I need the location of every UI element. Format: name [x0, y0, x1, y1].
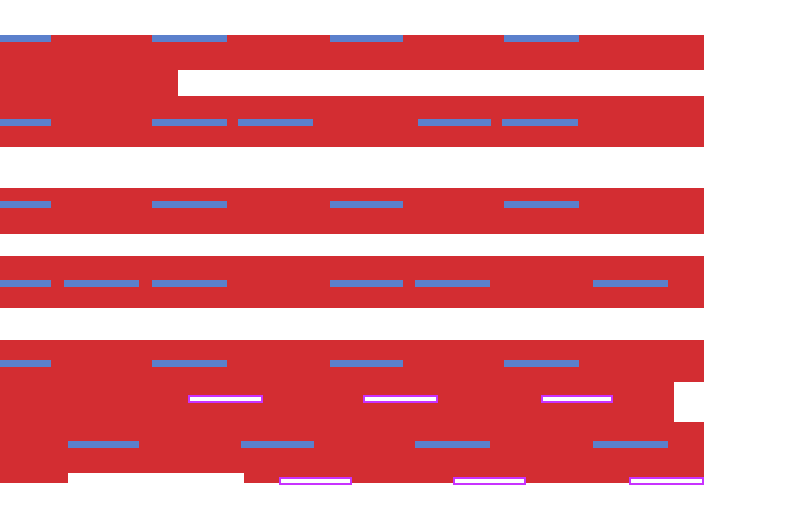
highlight-marker-primary[interactable] — [0, 360, 51, 367]
highlight-marker-primary[interactable] — [0, 280, 51, 287]
highlight-marker-primary[interactable] — [415, 441, 490, 448]
highlight-marker-secondary[interactable] — [188, 395, 263, 403]
redaction-gap — [68, 473, 244, 509]
highlight-marker-primary[interactable] — [504, 360, 579, 367]
redaction-band — [0, 422, 704, 483]
highlight-marker-secondary[interactable] — [541, 395, 613, 403]
highlight-marker-primary[interactable] — [241, 441, 314, 448]
redaction-gap — [99, 234, 704, 256]
redaction-band — [0, 188, 704, 234]
highlight-marker-primary[interactable] — [502, 119, 578, 126]
highlight-marker-secondary[interactable] — [363, 395, 438, 403]
highlight-marker-primary[interactable] — [0, 119, 51, 126]
redaction-gap — [178, 70, 704, 96]
highlight-marker-primary[interactable] — [238, 119, 313, 126]
highlight-marker-primary[interactable] — [415, 280, 490, 287]
highlight-marker-primary[interactable] — [152, 201, 227, 208]
highlight-marker-primary[interactable] — [330, 35, 403, 42]
highlight-marker-primary[interactable] — [418, 119, 491, 126]
highlight-marker-primary[interactable] — [0, 201, 51, 208]
highlight-marker-secondary[interactable] — [279, 477, 352, 485]
highlight-marker-secondary[interactable] — [629, 477, 704, 485]
highlight-marker-primary[interactable] — [593, 441, 668, 448]
highlight-marker-primary[interactable] — [152, 280, 227, 287]
highlight-marker-primary[interactable] — [68, 441, 139, 448]
highlight-marker-primary[interactable] — [0, 35, 51, 42]
highlight-marker-primary[interactable] — [64, 280, 139, 287]
highlight-marker-secondary[interactable] — [453, 477, 526, 485]
highlight-marker-primary[interactable] — [152, 360, 227, 367]
highlight-marker-primary[interactable] — [330, 360, 403, 367]
redaction-band — [0, 96, 704, 147]
highlight-marker-primary[interactable] — [152, 35, 227, 42]
highlight-marker-primary[interactable] — [330, 201, 403, 208]
highlight-marker-primary[interactable] — [593, 280, 668, 287]
highlight-marker-primary[interactable] — [330, 280, 403, 287]
highlight-marker-primary[interactable] — [504, 201, 579, 208]
highlight-marker-primary[interactable] — [152, 119, 227, 126]
redaction-gap — [82, 147, 704, 188]
highlight-marker-primary[interactable] — [504, 35, 579, 42]
redaction-gap — [124, 308, 704, 340]
redaction-gap — [674, 382, 704, 422]
